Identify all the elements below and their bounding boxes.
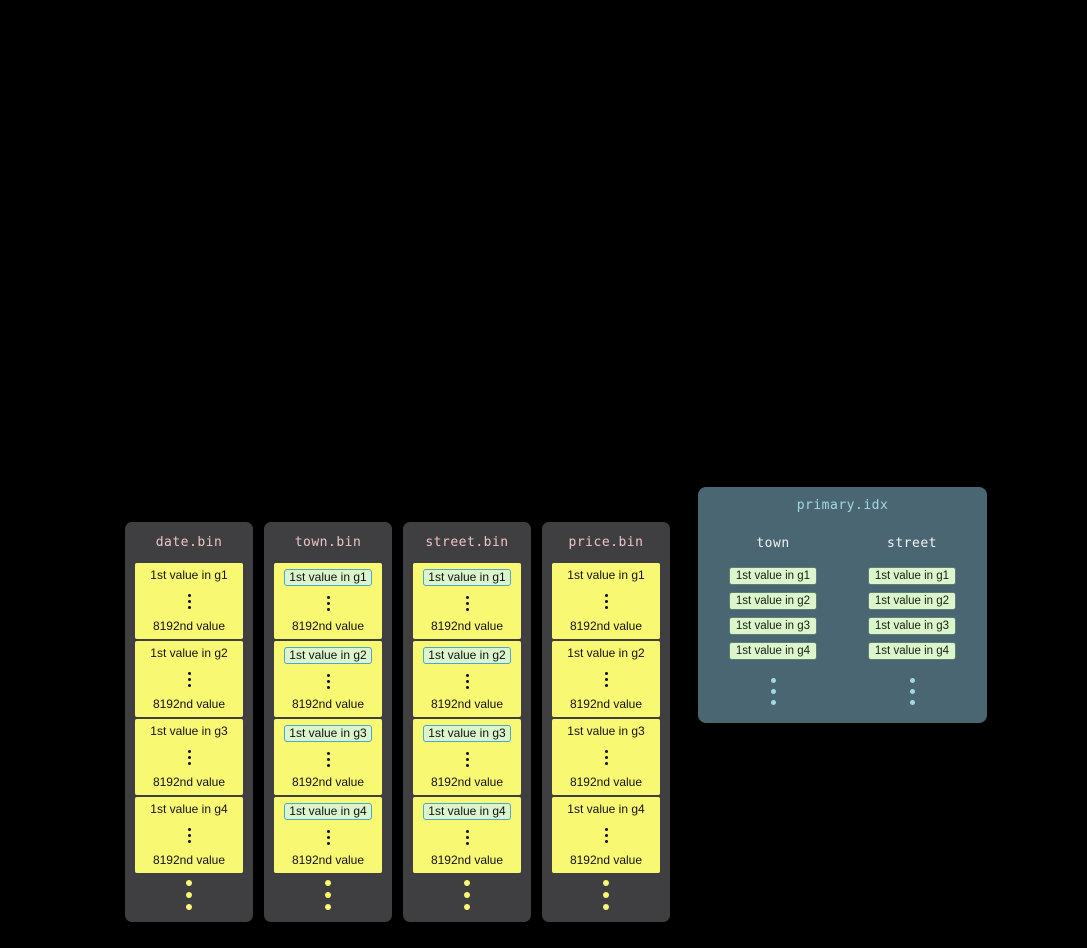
more-entries-ellipsis-icon bbox=[909, 678, 915, 705]
more-granules-ellipsis-icon bbox=[325, 880, 331, 910]
bin-file-panel-price: price.bin 1st value in g1 8192nd value 1… bbox=[542, 522, 670, 922]
vertical-ellipsis-icon bbox=[326, 595, 330, 611]
vertical-ellipsis-icon bbox=[326, 829, 330, 845]
vertical-ellipsis-icon bbox=[604, 749, 608, 765]
index-entry: 1st value in g3 bbox=[867, 617, 957, 635]
granule-first-value: 1st value in g1 bbox=[284, 569, 372, 586]
granule-last-value: 8192nd value bbox=[430, 775, 504, 789]
granule-block: 1st value in g2 8192nd value bbox=[413, 641, 521, 717]
granule-block: 1st value in g3 8192nd value bbox=[135, 719, 243, 795]
vertical-ellipsis-icon bbox=[465, 751, 469, 767]
granule-last-value: 8192nd value bbox=[152, 619, 226, 633]
granule-first-value: 1st value in g3 bbox=[284, 725, 372, 742]
vertical-ellipsis-icon bbox=[604, 671, 608, 687]
vertical-ellipsis-icon bbox=[187, 827, 191, 843]
granule-last-value: 8192nd value bbox=[152, 775, 226, 789]
vertical-ellipsis-icon bbox=[604, 827, 608, 843]
granule-block: 1st value in g3 8192nd value bbox=[274, 719, 382, 795]
granule-last-value: 8192nd value bbox=[291, 853, 365, 867]
granule-last-value: 8192nd value bbox=[430, 619, 504, 633]
granule-last-value: 8192nd value bbox=[291, 697, 365, 711]
granule-last-value: 8192nd value bbox=[430, 853, 504, 867]
granule-first-value: 1st value in g2 bbox=[423, 647, 511, 664]
granule-first-value: 1st value in g3 bbox=[150, 724, 228, 738]
vertical-ellipsis-icon bbox=[326, 751, 330, 767]
granule-block: 1st value in g1 8192nd value bbox=[413, 563, 521, 639]
granule-block: 1st value in g2 8192nd value bbox=[274, 641, 382, 717]
granule-block: 1st value in g2 8192nd value bbox=[552, 641, 660, 717]
granule-last-value: 8192nd value bbox=[569, 697, 643, 711]
bin-file-panel-street: street.bin 1st value in g1 8192nd value … bbox=[403, 522, 531, 922]
granule-block: 1st value in g4 8192nd value bbox=[413, 797, 521, 873]
granule-first-value: 1st value in g2 bbox=[284, 647, 372, 664]
index-entry: 1st value in g1 bbox=[728, 567, 818, 585]
index-entry: 1st value in g2 bbox=[867, 592, 957, 610]
granule-block: 1st value in g4 8192nd value bbox=[135, 797, 243, 873]
bin-file-name: street.bin bbox=[425, 535, 509, 550]
granule-block: 1st value in g4 8192nd value bbox=[274, 797, 382, 873]
more-granules-ellipsis-icon bbox=[603, 880, 609, 910]
granule-last-value: 8192nd value bbox=[152, 697, 226, 711]
granule-last-value: 8192nd value bbox=[291, 619, 365, 633]
granule-first-value: 1st value in g1 bbox=[150, 568, 228, 582]
granule-block: 1st value in g3 8192nd value bbox=[413, 719, 521, 795]
vertical-ellipsis-icon bbox=[187, 593, 191, 609]
index-column-town: town 1st value in g1 1st value in g2 1st… bbox=[713, 537, 833, 705]
index-entry: 1st value in g2 bbox=[728, 592, 818, 610]
granule-last-value: 8192nd value bbox=[291, 775, 365, 789]
granule-first-value: 1st value in g4 bbox=[284, 803, 372, 820]
more-granules-ellipsis-icon bbox=[464, 880, 470, 910]
index-entry: 1st value in g4 bbox=[728, 642, 818, 660]
index-column-header: town bbox=[756, 536, 790, 551]
bin-file-name: price.bin bbox=[568, 535, 644, 550]
granule-last-value: 8192nd value bbox=[569, 853, 643, 867]
vertical-ellipsis-icon bbox=[465, 595, 469, 611]
granule-first-value: 1st value in g1 bbox=[567, 568, 645, 582]
primary-index-panel: primary.idx town 1st value in g1 1st val… bbox=[698, 487, 987, 723]
granule-last-value: 8192nd value bbox=[152, 853, 226, 867]
granule-first-value: 1st value in g2 bbox=[150, 646, 228, 660]
granule-first-value: 1st value in g4 bbox=[567, 802, 645, 816]
more-granules-ellipsis-icon bbox=[186, 880, 192, 910]
granule-first-value: 1st value in g2 bbox=[567, 646, 645, 660]
granule-block: 1st value in g3 8192nd value bbox=[552, 719, 660, 795]
primary-index-title: primary.idx bbox=[796, 498, 889, 513]
index-entry: 1st value in g3 bbox=[728, 617, 818, 635]
vertical-ellipsis-icon bbox=[465, 673, 469, 689]
bin-file-panel-date: date.bin 1st value in g1 8192nd value 1s… bbox=[125, 522, 253, 922]
bin-file-panel-town: town.bin 1st value in g1 8192nd value 1s… bbox=[264, 522, 392, 922]
vertical-ellipsis-icon bbox=[187, 749, 191, 765]
granule-last-value: 8192nd value bbox=[569, 775, 643, 789]
granule-first-value: 1st value in g4 bbox=[423, 803, 511, 820]
granule-block: 1st value in g1 8192nd value bbox=[135, 563, 243, 639]
index-entry: 1st value in g4 bbox=[867, 642, 957, 660]
vertical-ellipsis-icon bbox=[604, 593, 608, 609]
granule-first-value: 1st value in g3 bbox=[567, 724, 645, 738]
vertical-ellipsis-icon bbox=[187, 671, 191, 687]
vertical-ellipsis-icon bbox=[465, 829, 469, 845]
index-column-street: street 1st value in g1 1st value in g2 1… bbox=[852, 537, 972, 705]
granule-block: 1st value in g1 8192nd value bbox=[274, 563, 382, 639]
bin-file-name: date.bin bbox=[155, 535, 223, 550]
granule-last-value: 8192nd value bbox=[569, 619, 643, 633]
granule-first-value: 1st value in g4 bbox=[150, 802, 228, 816]
granule-first-value: 1st value in g3 bbox=[423, 725, 511, 742]
granule-block: 1st value in g2 8192nd value bbox=[135, 641, 243, 717]
granule-last-value: 8192nd value bbox=[430, 697, 504, 711]
granule-block: 1st value in g4 8192nd value bbox=[552, 797, 660, 873]
index-entry: 1st value in g1 bbox=[867, 567, 957, 585]
granule-block: 1st value in g1 8192nd value bbox=[552, 563, 660, 639]
granule-first-value: 1st value in g1 bbox=[423, 569, 511, 586]
more-entries-ellipsis-icon bbox=[770, 678, 776, 705]
vertical-ellipsis-icon bbox=[326, 673, 330, 689]
index-column-header: street bbox=[887, 536, 937, 551]
bin-file-name: town.bin bbox=[294, 535, 362, 550]
